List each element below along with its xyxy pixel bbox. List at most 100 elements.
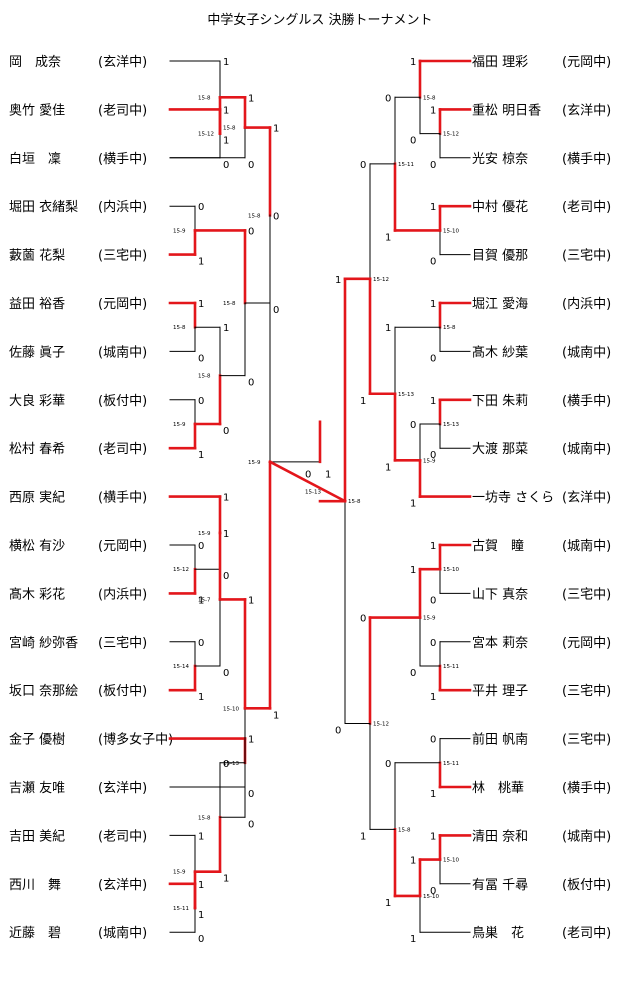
left-player-school: (元岡中) xyxy=(98,539,147,554)
left-match-result: 1 xyxy=(248,595,254,606)
right-match-score: 15-9 xyxy=(423,616,436,622)
right-player-name: 堀江 愛海 xyxy=(472,297,528,312)
left-match-result: 1 xyxy=(273,124,279,135)
right-match-result: 1 xyxy=(430,831,436,842)
right-player-school: (三宅中) xyxy=(562,587,611,602)
final-line xyxy=(268,460,347,503)
right-match-result: 1 xyxy=(360,831,366,842)
right-match-score: 15-8 xyxy=(398,827,411,833)
right-player-school: (横手中) xyxy=(562,781,611,796)
right-player-school: (横手中) xyxy=(562,152,611,167)
left-match-result: 1 xyxy=(248,735,254,746)
left-match-result: 1 xyxy=(198,257,204,268)
right-match-result: 1 xyxy=(410,565,416,576)
right-match-score: 15-13 xyxy=(443,422,459,428)
left-match-score: 15-9 xyxy=(173,422,186,428)
right-match-result: 0 xyxy=(430,160,436,171)
right-match-result: 0 xyxy=(430,353,436,364)
right-match-result: 1 xyxy=(410,57,416,68)
left-match-result: 1 xyxy=(198,299,204,310)
right-match-result: 0 xyxy=(410,420,416,431)
right-player-name: 宮本 莉奈 xyxy=(472,635,528,651)
left-player-name: 西川 舞 xyxy=(9,878,61,893)
left-player-name: 坂口 奈那絵 xyxy=(9,684,78,699)
right-match-result: 1 xyxy=(430,105,436,116)
left-player-school: (三宅中) xyxy=(98,636,147,651)
left-player-school: (城南中) xyxy=(98,925,147,941)
left-match-score: 15-11 xyxy=(173,906,189,912)
right-match-score: 15-11 xyxy=(443,664,459,670)
right-player-school: (三宅中) xyxy=(562,733,611,748)
right-match-result: 1 xyxy=(430,789,436,800)
right-match-result: 0 xyxy=(430,735,436,746)
left-match-score: 15-12 xyxy=(173,567,189,573)
right-match-result: 1 xyxy=(430,202,436,213)
right-match-score: 15-8 xyxy=(443,325,456,331)
left-match-result: 1 xyxy=(223,529,229,540)
left-match-result: 1 xyxy=(223,323,229,334)
right-player-school: (玄洋中) xyxy=(562,491,611,506)
right-match-result: 1 xyxy=(335,275,341,286)
right-match-score: 15-8 xyxy=(348,499,361,505)
right-match-result: 0 xyxy=(385,759,391,770)
right-player-name: 有冨 千尋 xyxy=(472,878,528,893)
left-player-school: (玄洋中) xyxy=(98,878,147,893)
right-match-score: 15-10 xyxy=(423,894,439,900)
left-player-school: (城南中) xyxy=(98,344,147,360)
left-player-school: (元岡中) xyxy=(98,297,147,312)
left-match-result: 0 xyxy=(198,541,204,552)
right-match-result: 0 xyxy=(335,725,341,736)
left-player-school: (老司中) xyxy=(98,103,147,118)
final-result-right: 1 xyxy=(325,469,331,480)
left-match-result: 1 xyxy=(198,595,204,606)
right-match-score: 15-12 xyxy=(373,277,389,283)
right-player-name: 一坊寺 さくら xyxy=(472,491,554,506)
left-player-school: (老司中) xyxy=(98,442,147,457)
final-score: 15-13 xyxy=(305,489,321,495)
left-match-result: 0 xyxy=(248,789,254,800)
right-match-result: 0 xyxy=(430,886,436,897)
left-player-name: 横松 有沙 xyxy=(9,539,65,554)
right-match-result: 1 xyxy=(410,499,416,510)
right-player-name: 光安 椋奈 xyxy=(472,152,528,167)
right-match-result: 1 xyxy=(385,462,391,473)
left-match-score: 15-8 xyxy=(173,325,186,331)
left-match-result: 1 xyxy=(198,831,204,842)
left-player-school: (板付中) xyxy=(98,394,147,409)
left-player-name: 髙木 彩花 xyxy=(9,586,65,602)
left-player-name: 松村 春希 xyxy=(9,442,65,457)
right-player-school: (元岡中) xyxy=(562,636,611,651)
right-match-score: 15-10 xyxy=(443,228,459,234)
left-player-school: (横手中) xyxy=(98,491,147,506)
left-match-score: 15-7 xyxy=(198,597,211,603)
left-match-result: 0 xyxy=(273,305,279,316)
left-match-result: 0 xyxy=(223,160,229,171)
right-match-result: 0 xyxy=(360,614,366,625)
left-player-school: (老司中) xyxy=(98,829,147,844)
left-match-result: 0 xyxy=(223,759,229,770)
left-match-score: 15-9 xyxy=(173,228,186,234)
right-match-result: 1 xyxy=(430,541,436,552)
left-player-name: 吉田 美紀 xyxy=(9,829,65,844)
left-match-result: 1 xyxy=(198,880,204,891)
right-match-result: 0 xyxy=(430,450,436,461)
left-match-score: 15-8 xyxy=(223,126,236,132)
right-match-score: 15-13 xyxy=(398,392,414,398)
left-match-result: 0 xyxy=(223,668,229,679)
right-match-score: 15-10 xyxy=(443,858,459,864)
left-match-score: 15-10 xyxy=(223,706,239,712)
right-player-school: (三宅中) xyxy=(562,684,611,699)
left-match-result: 1 xyxy=(223,57,229,68)
left-match-result: 0 xyxy=(198,638,204,649)
right-match-result: 1 xyxy=(385,898,391,909)
right-player-name: 重松 明日香 xyxy=(472,102,541,118)
right-player-school: (内浜中) xyxy=(562,296,611,312)
left-player-name: 堀田 衣緒梨 xyxy=(9,199,78,215)
left-player-school: (玄洋中) xyxy=(98,55,147,70)
right-match-result: 0 xyxy=(410,668,416,679)
right-match-score: 15-10 xyxy=(443,567,459,573)
right-player-school: (城南中) xyxy=(562,538,611,554)
left-match-result: 0 xyxy=(248,160,254,171)
left-player-name: 宮崎 紗弥香 xyxy=(9,635,78,651)
